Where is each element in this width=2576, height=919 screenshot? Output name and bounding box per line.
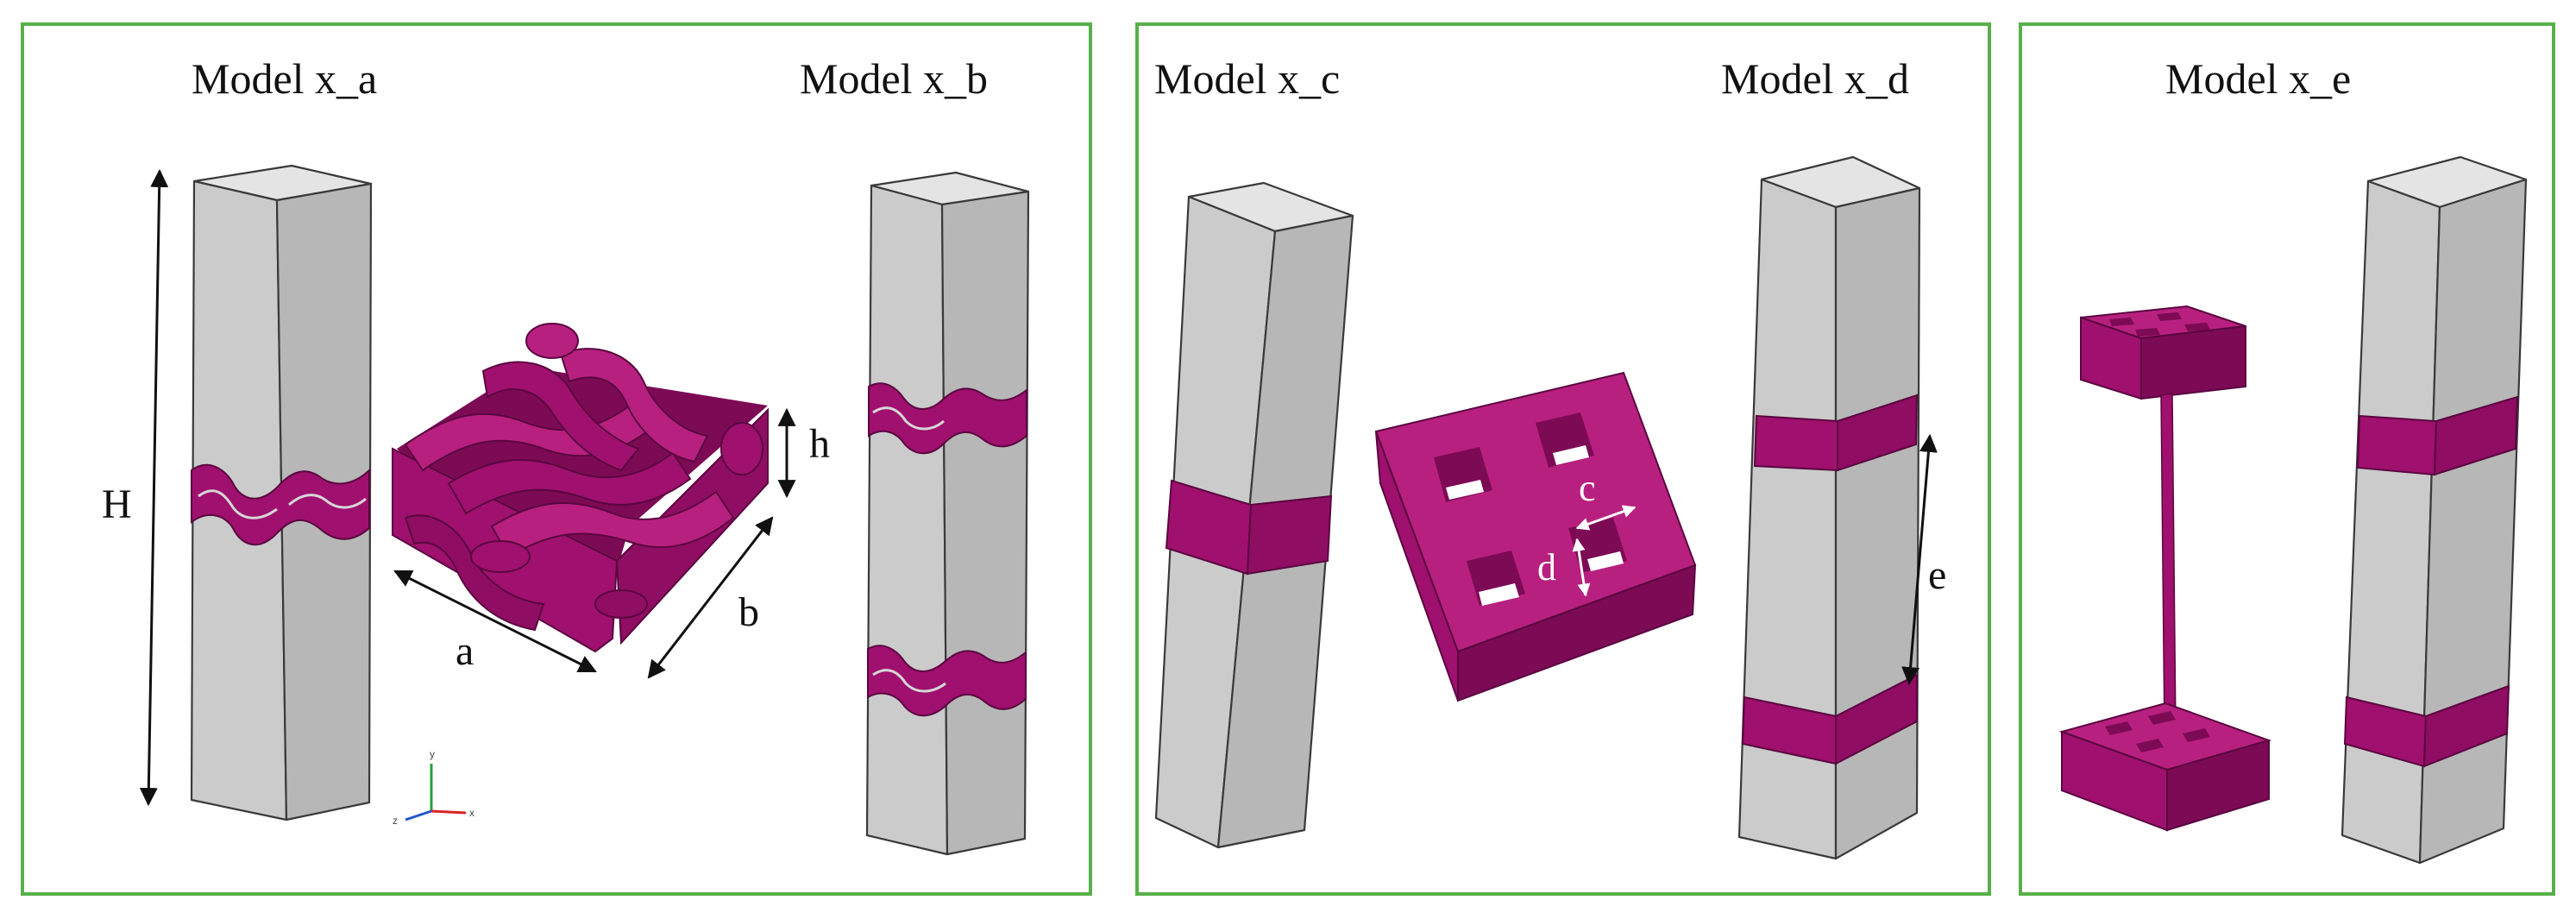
dim-arrow-d (1572, 538, 1591, 597)
column-model-d (1737, 155, 1921, 860)
label-model-b: Model x_b (800, 54, 988, 103)
dumbbell-insert-unit (2058, 305, 2272, 832)
plate-hole-tr (1536, 412, 1594, 468)
label-model-c: Model x_c (1154, 54, 1340, 103)
triad-label-y: y (430, 748, 435, 760)
insert-band-model-b-top (868, 382, 1027, 455)
plate-hole-tl (1434, 447, 1492, 502)
dim-label-b: b (738, 589, 759, 635)
dim-label-a: a (456, 628, 474, 674)
square-plate-unit (1374, 371, 1697, 702)
column-model-a (190, 164, 373, 821)
dim-label-e: e (1928, 552, 1946, 598)
dim-arrow-e (1901, 433, 1938, 686)
label-model-e: Model x_e (2165, 54, 2351, 103)
dim-label-H: H (102, 482, 132, 527)
label-model-d: Model x_d (1721, 54, 1909, 103)
coordinate-triad: y x z (393, 748, 474, 827)
column-model-c (1154, 181, 1354, 849)
woven-unit-cell (392, 323, 769, 653)
dim-arrow-a (393, 570, 597, 673)
panel-frame-1 (21, 22, 1092, 896)
dim-arrow-b (647, 516, 774, 679)
dim-arrow-c (1575, 505, 1637, 531)
triad-label-z: z (393, 815, 398, 827)
insert-band-model-b-bottom (867, 645, 1027, 717)
label-model-a: Model x_a (192, 54, 377, 103)
plate-hole-bl (1467, 551, 1525, 606)
triad-label-x: x (469, 807, 474, 819)
dim-label-h: h (809, 421, 830, 467)
dim-label-d: d (1537, 546, 1556, 589)
panel-frame-2 (1135, 22, 1991, 896)
panel-frame-3 (2019, 22, 2555, 896)
column-model-b (865, 171, 1030, 856)
insert-band-model-e-top (2356, 414, 2438, 476)
insert-band-model-d-top (1753, 414, 1838, 472)
column-model-e (2340, 155, 2528, 865)
dim-arrow-H (139, 168, 169, 807)
dim-label-c: c (1579, 467, 1596, 509)
insert-band-model-a (191, 463, 370, 546)
